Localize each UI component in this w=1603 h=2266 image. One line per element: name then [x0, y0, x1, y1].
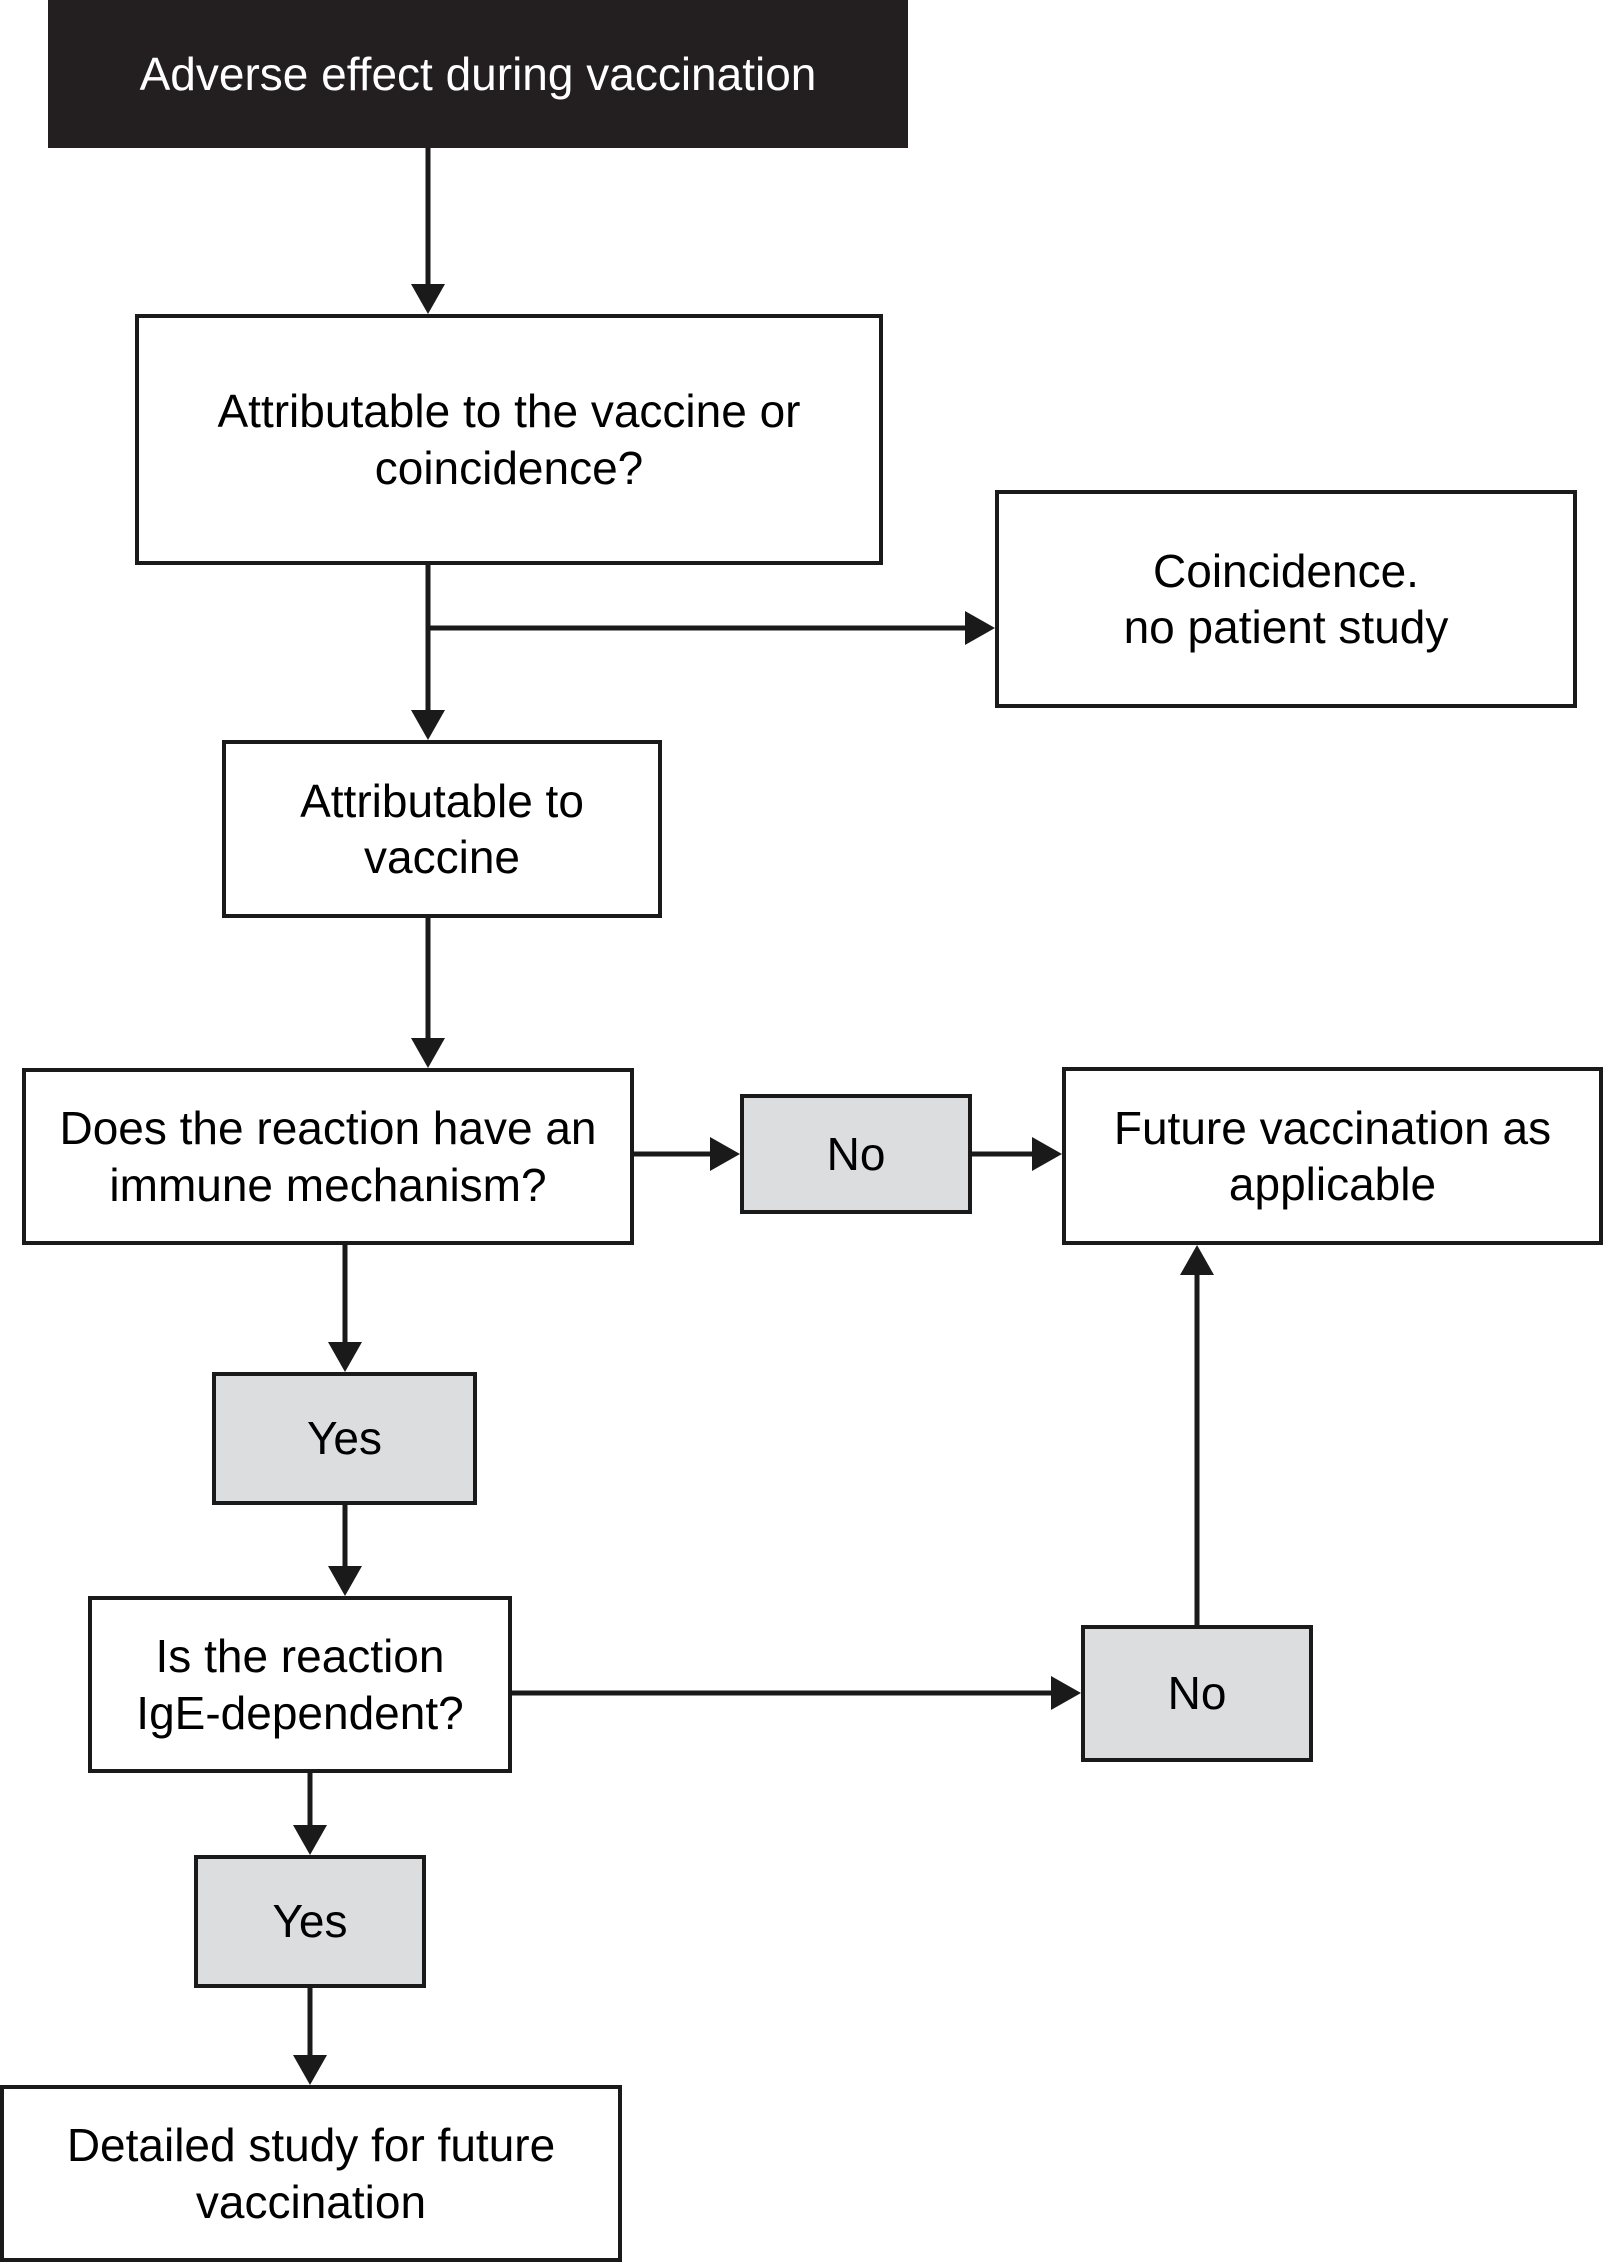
node-ige-yes: Yes: [194, 1855, 426, 1988]
node-ige-no: No: [1081, 1625, 1313, 1762]
node-immune-mechanism-question: Does the reaction have an immune mechani…: [22, 1068, 634, 1245]
edge-immune-question-to-yes: [328, 1245, 362, 1372]
arrowhead-immune-question-to-yes: [328, 1342, 362, 1372]
edge-ige-question-to-yes: [293, 1773, 327, 1855]
node-label-attributable-to-vaccine: Attributable to vaccine: [300, 774, 584, 883]
node-detailed-study: Detailed study for future vaccination: [0, 2085, 622, 2262]
node-label-coincidence: Coincidence. no patient study: [1123, 544, 1449, 653]
edge-ige-question-to-no: [512, 1676, 1081, 1710]
node-label-start: Adverse effect during vaccination: [139, 47, 817, 100]
arrowhead-ige-yes-to-detailed-study: [293, 2055, 327, 2085]
node-ige-question: Is the reaction IgE-dependent?: [88, 1596, 512, 1773]
node-immune-no: No: [740, 1094, 972, 1214]
node-future-vaccination: Future vaccination as applicable: [1062, 1067, 1603, 1245]
edge-ige-no-to-future-vaccination: [1180, 1245, 1214, 1625]
edge-start-to-attributable-question: [411, 148, 445, 314]
edge-immune-no-to-future-vaccination: [972, 1137, 1062, 1171]
arrowhead-immune-yes-to-ige-question: [328, 1566, 362, 1596]
node-label-ige-question: Is the reaction IgE-dependent?: [136, 1630, 464, 1739]
edge-attributable-question-to-coincidence: [425, 565, 995, 645]
node-label-attributable-question: Attributable to the vaccine or coinciden…: [217, 385, 801, 494]
arrowhead-start-to-attributable-question: [411, 284, 445, 314]
arrowhead-attributable-question-to-coincidence: [965, 611, 995, 645]
arrowhead-attributable-question-to-attributable-to-vaccine: [411, 710, 445, 740]
node-label-ige-no: No: [1167, 1667, 1227, 1720]
node-attributable-to-vaccine: Attributable to vaccine: [222, 740, 662, 918]
edge-immune-question-to-no: [634, 1137, 740, 1171]
arrowhead-ige-question-to-yes: [293, 1825, 327, 1855]
arrowhead-ige-no-to-future-vaccination: [1180, 1245, 1214, 1275]
edge-ige-yes-to-detailed-study: [293, 1988, 327, 2085]
node-label-immune-yes: Yes: [306, 1412, 383, 1465]
node-coincidence: Coincidence. no patient study: [995, 490, 1577, 708]
arrowhead-immune-no-to-future-vaccination: [1032, 1137, 1062, 1171]
node-label-immune-mechanism-question: Does the reaction have an immune mechani…: [59, 1102, 597, 1211]
node-start: Adverse effect during vaccination: [48, 0, 908, 148]
arrowhead-immune-question-to-no: [710, 1137, 740, 1171]
arrowhead-attributable-to-vaccine-to-immune-question: [411, 1038, 445, 1068]
edge-immune-yes-to-ige-question: [328, 1505, 362, 1596]
arrowhead-ige-question-to-no: [1051, 1676, 1081, 1710]
edge-attributable-to-vaccine-to-immune-question: [411, 918, 445, 1068]
node-label-ige-yes: Yes: [272, 1895, 348, 1948]
node-immune-yes: Yes: [212, 1372, 477, 1505]
node-label-detailed-study: Detailed study for future vaccination: [66, 2119, 556, 2228]
node-label-immune-no: No: [826, 1127, 886, 1180]
node-attributable-question: Attributable to the vaccine or coinciden…: [135, 314, 883, 565]
node-label-future-vaccination: Future vaccination as applicable: [1113, 1101, 1552, 1210]
edge-attributable-question-to-attributable-to-vaccine: [411, 628, 445, 740]
